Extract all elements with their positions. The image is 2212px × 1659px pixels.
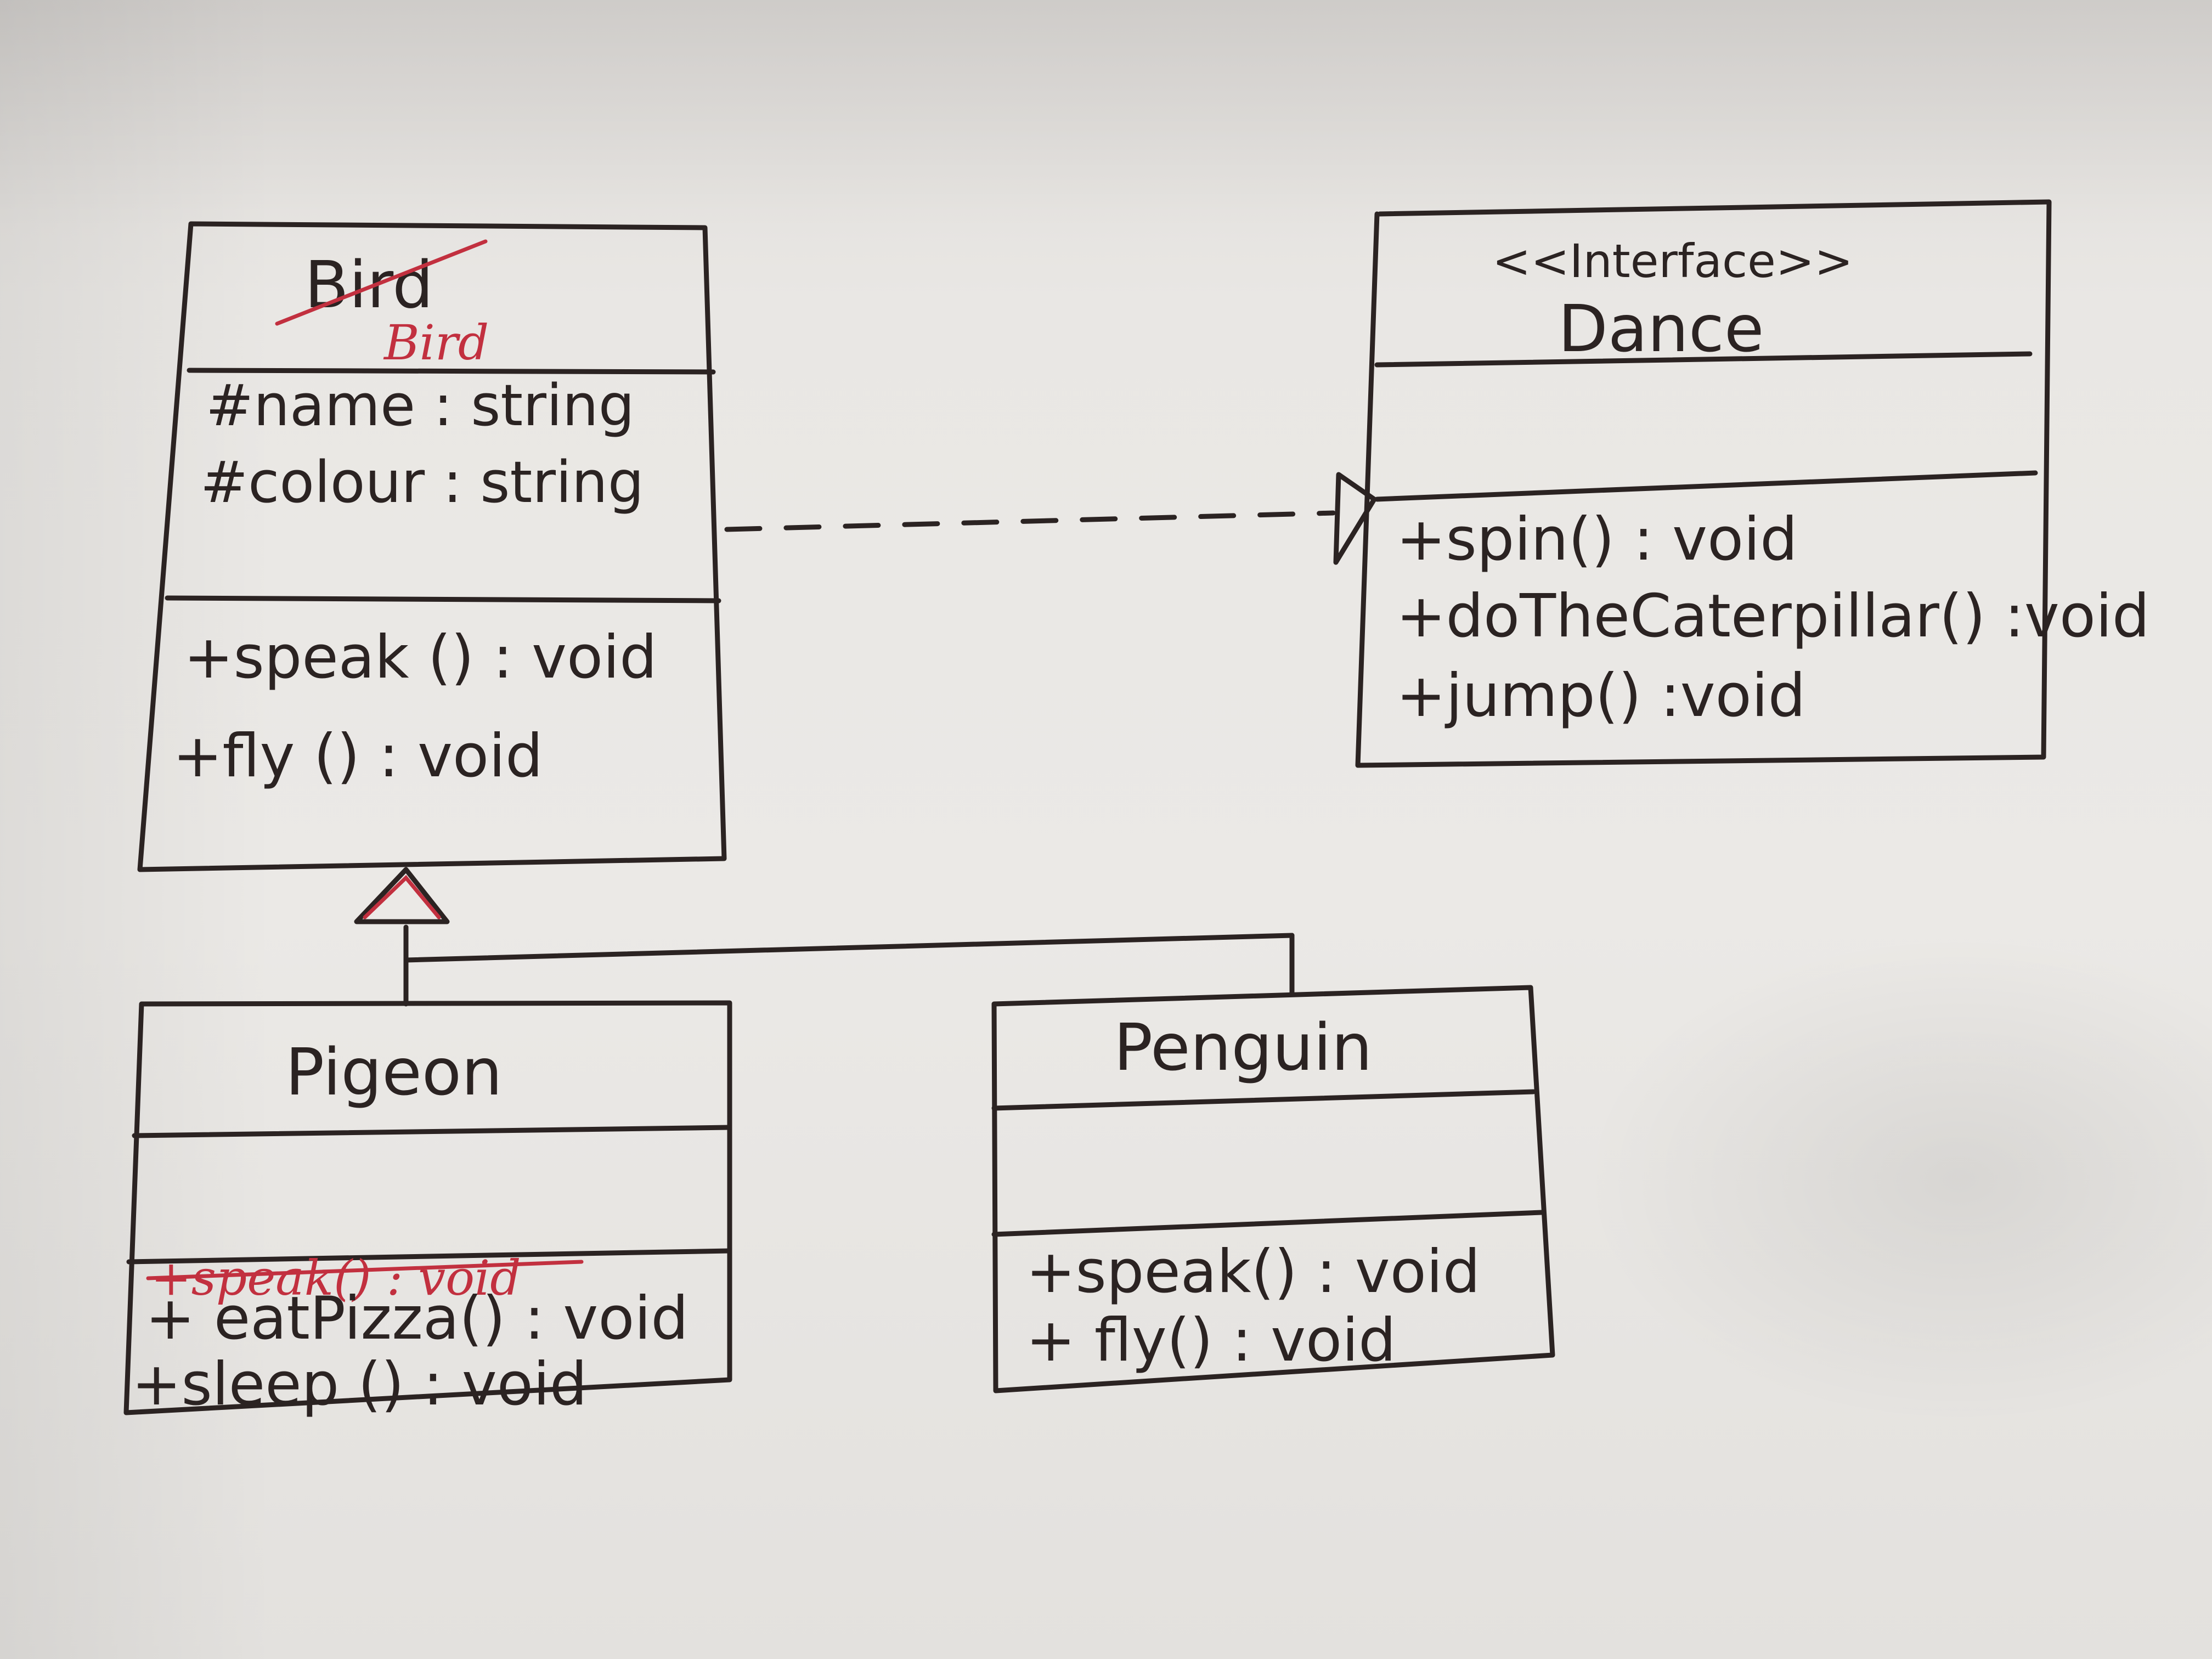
realization-dashed-line <box>724 510 1336 532</box>
penguin-method-speak: +speak() : void <box>1026 1238 1480 1306</box>
bird-attr-divider <box>165 595 721 603</box>
realization-arrowhead <box>1333 472 1377 565</box>
penguin-attr-divider <box>991 1210 1544 1237</box>
dance-name-divider <box>1374 351 2033 368</box>
generalization-to-bird <box>354 867 1295 1007</box>
bird-name-divider <box>187 368 716 375</box>
bird-name-strikethrough <box>275 239 488 326</box>
realization-bird-to-dance <box>724 472 1377 565</box>
pigeon-method-strikethrough <box>146 1260 584 1280</box>
bird-attr-colour: #colour : string <box>200 449 644 516</box>
pigeon-class-border <box>123 1000 732 1415</box>
dance-method-dothecaterpillar: +doTheCaterpillar() :void <box>1396 582 2149 651</box>
bird-class-name-correction: Bird <box>383 314 489 371</box>
pigeon-struck-method: +speak() : void <box>151 1250 521 1306</box>
penguin-name-divider <box>991 1089 1536 1111</box>
penguin-method-fly: + fly() : void <box>1026 1306 1396 1375</box>
bird-attr-name: #name : string <box>206 372 635 439</box>
bird-method-fly: +fly () : void <box>173 722 543 791</box>
paper-shadow-left <box>0 0 274 1659</box>
bird-class-name: Bird <box>304 247 433 323</box>
pigeon-attr-divider <box>126 1248 732 1265</box>
dance-stereotype: <<Interface>> <box>1492 234 1853 288</box>
pigeon-method-sleep: +sleep () : void <box>132 1350 587 1419</box>
dance-method-spin: +spin() : void <box>1396 505 1798 574</box>
dance-interface-border <box>1355 199 2052 768</box>
penguin-class-name: Penguin <box>1114 1009 1373 1085</box>
dance-interface-name: Dance <box>1558 291 1764 366</box>
pigeon-name-divider <box>132 1125 732 1138</box>
dance-attr-divider <box>1374 470 2038 502</box>
paper-shadow-top <box>0 0 2212 230</box>
pigeon-class-name: Pigeon <box>285 1034 503 1110</box>
bird-method-speak: +speak () : void <box>184 623 657 692</box>
paper-shadow-right <box>1580 933 2212 1426</box>
penguin-class-border <box>991 985 1555 1393</box>
pigeon-method-eatpizza: + eatPizza() : void <box>145 1284 689 1353</box>
pigeon-class: Pigeon +speak() : void + eatPizza() : vo… <box>123 1000 732 1419</box>
bird-class: Bird Bird #name : string #colour : strin… <box>137 221 727 872</box>
generalization-arrowhead-red-trace <box>363 874 441 919</box>
bird-class-border <box>137 221 727 872</box>
dance-interface: <<Interface>> Dance +spin() : void +doTh… <box>1355 199 2149 768</box>
penguin-class: Penguin +speak() : void + fly() : void <box>991 985 1555 1393</box>
dance-method-jump: +jump() :void <box>1396 662 1805 730</box>
generalization-crossbar <box>403 933 1295 963</box>
generalization-arrowhead <box>354 867 450 924</box>
